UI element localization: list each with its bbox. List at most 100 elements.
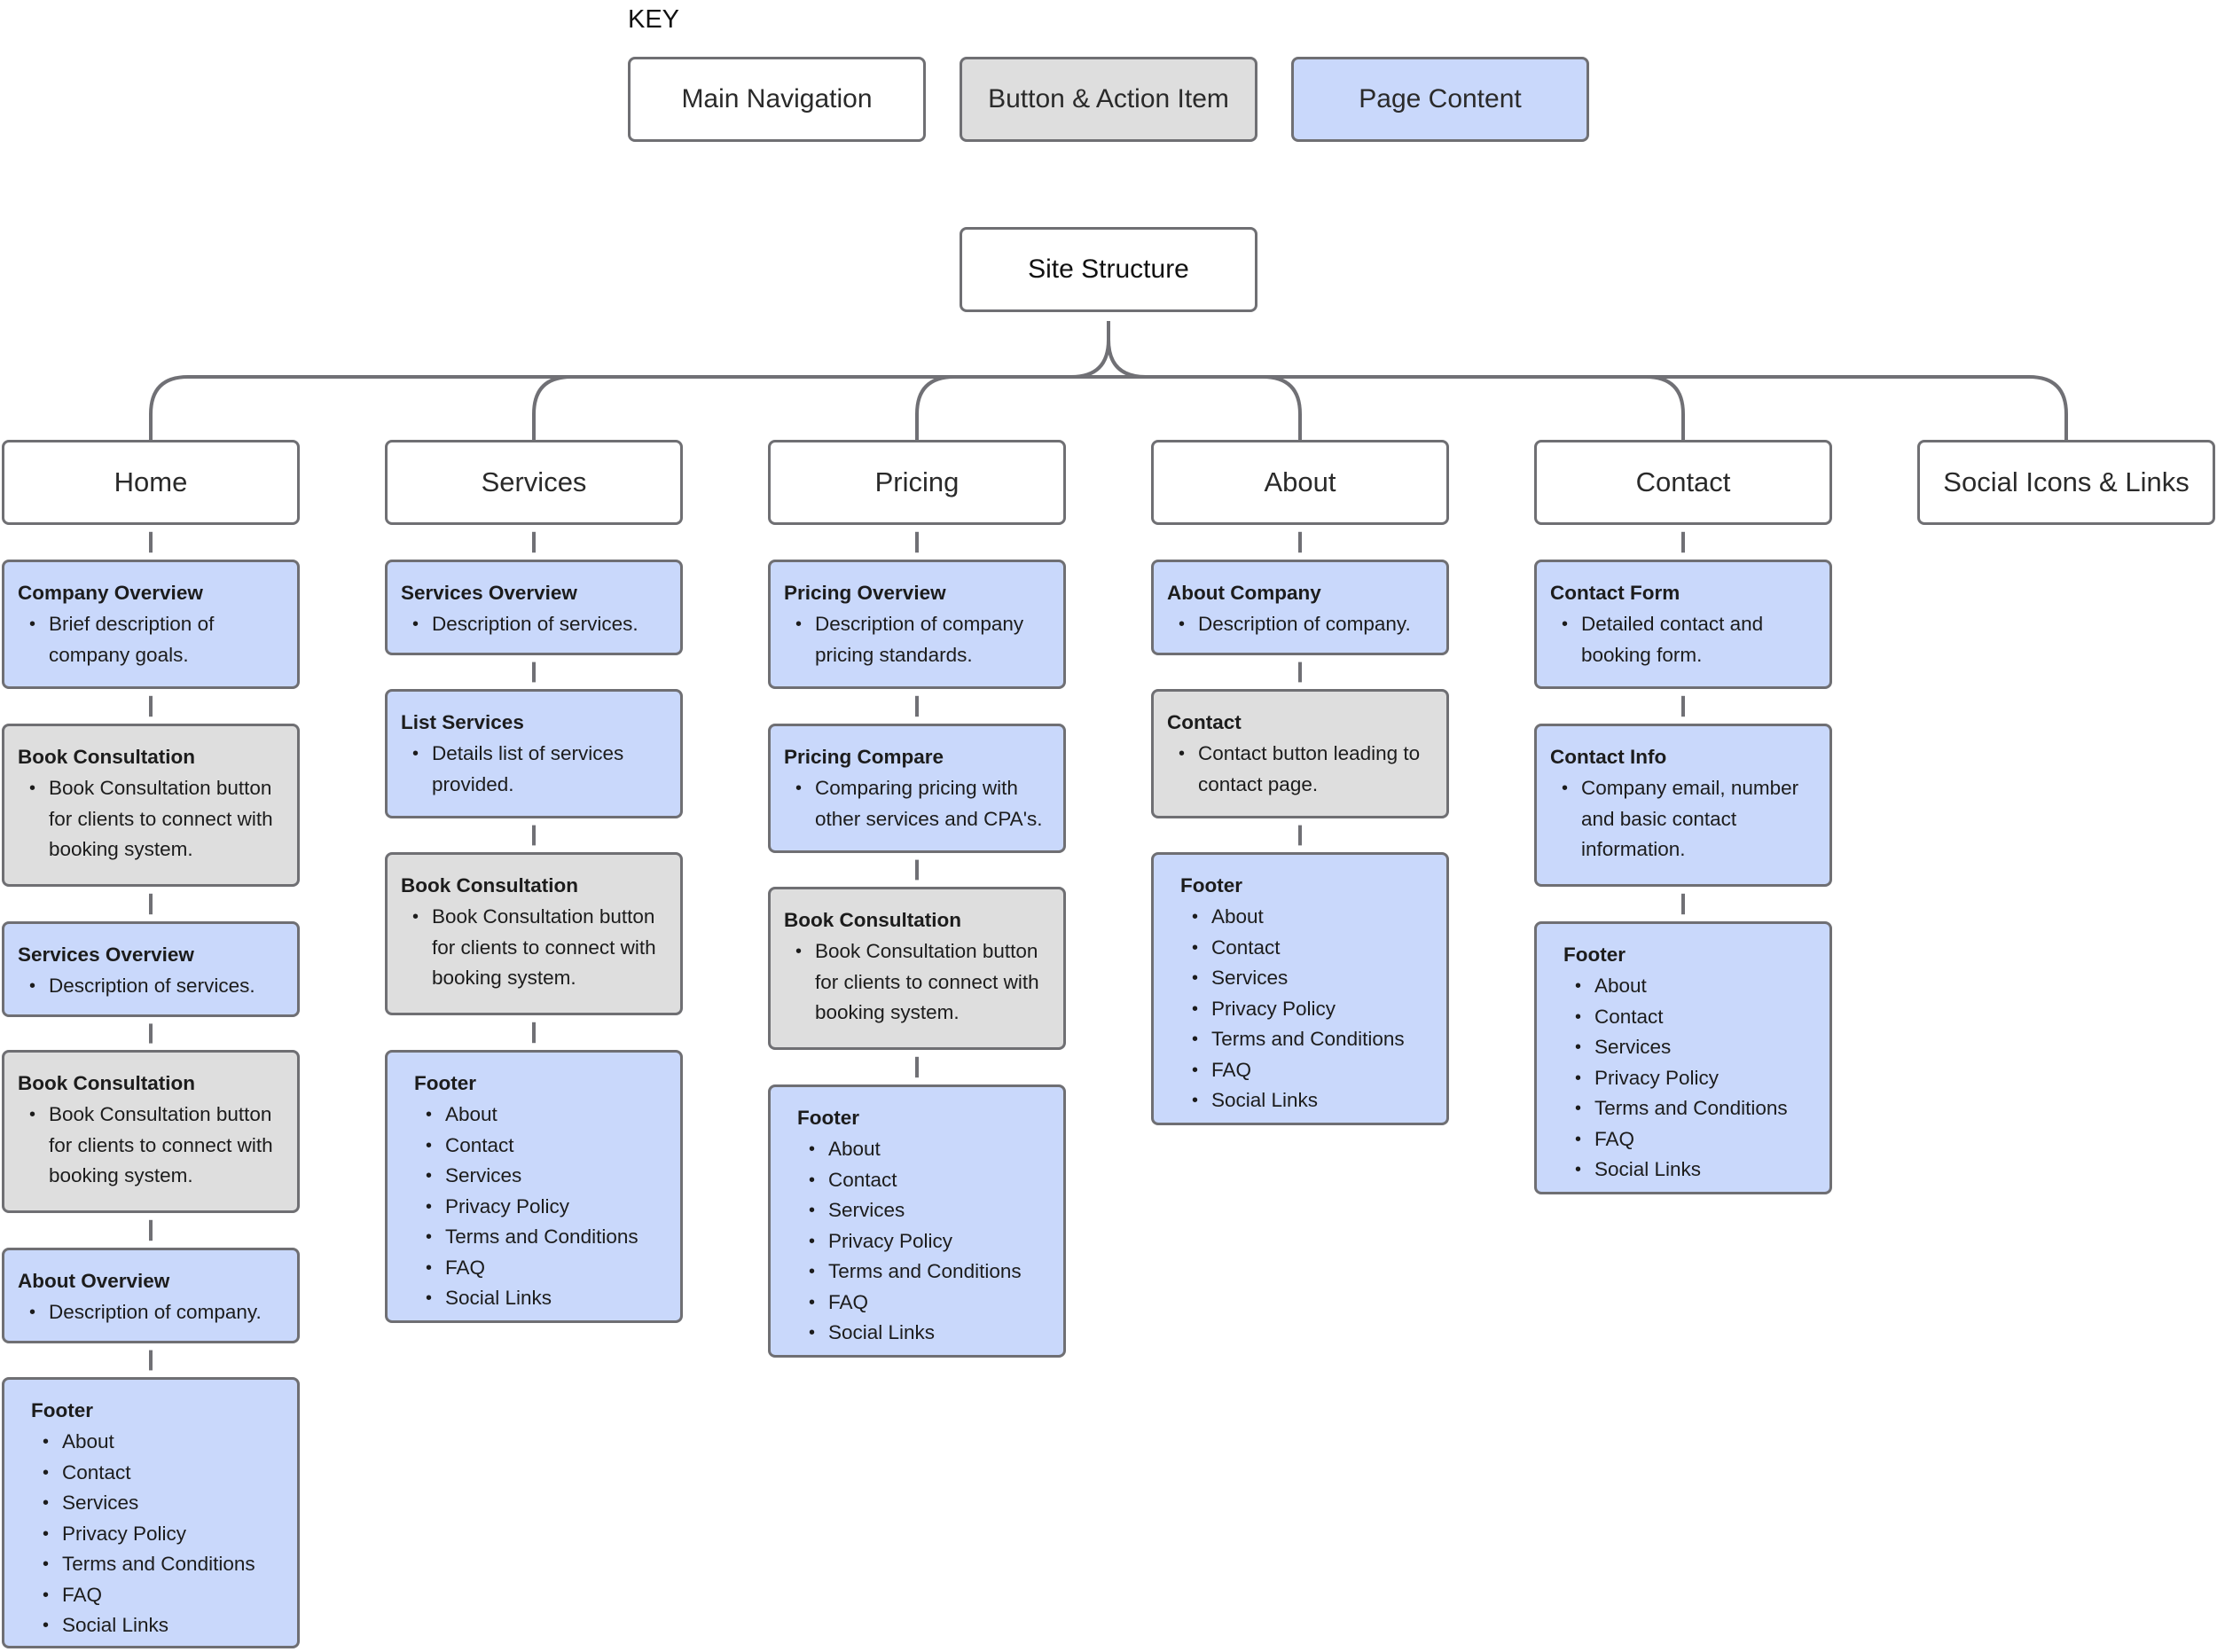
card-bullet: Description of services. — [401, 609, 671, 640]
card-bullet: Company email, number and basic contact … — [1550, 773, 1821, 865]
connector-drop-0 — [149, 375, 189, 440]
card-footer: Footer About Contact Services Privacy Po… — [1534, 921, 1832, 1194]
nav-services: Services — [385, 440, 683, 525]
footer-item: About — [414, 1100, 671, 1131]
footer-item: Social Links — [797, 1318, 1054, 1349]
card-title: Book Consultation — [18, 1072, 195, 1094]
connector-drop-2 — [915, 375, 955, 440]
key-page-content: Page Content — [1291, 57, 1589, 142]
card-pricing-overview: Pricing Overview Description of company … — [768, 560, 1066, 689]
footer-item: Terms and Conditions — [1180, 1024, 1438, 1055]
card-title: Contact Form — [1550, 582, 1680, 604]
card-title: Book Consultation — [784, 909, 961, 931]
card-bullet: Comparing pricing with other services an… — [784, 773, 1054, 834]
footer-item: Privacy Policy — [1180, 994, 1438, 1025]
footer-item: FAQ — [797, 1288, 1054, 1319]
footer-item: FAQ — [31, 1580, 288, 1611]
connector-drop-3 — [1262, 375, 1302, 440]
card-footer: Footer About Contact Services Privacy Po… — [768, 1084, 1066, 1358]
connector-drop-5 — [2028, 375, 2068, 440]
card-title: Pricing Compare — [784, 746, 944, 768]
footer-item: Privacy Policy — [1563, 1063, 1821, 1094]
card-title: About Overview — [18, 1270, 170, 1292]
card-footer: Footer About Contact Services Privacy Po… — [2, 1377, 300, 1648]
key-button-action-item: Button & Action Item — [960, 57, 1257, 142]
footer-item: Terms and Conditions — [31, 1549, 288, 1580]
footer-item: Privacy Policy — [414, 1192, 671, 1223]
footer-item: Services — [31, 1488, 288, 1519]
card-book-consultation: Book Consultation Book Consultation butt… — [768, 887, 1066, 1050]
card-contact-button: Contact Contact button leading to contac… — [1151, 689, 1449, 818]
card-services-overview: Services Overview Description of service… — [385, 560, 683, 655]
card-bullet: Description of services. — [18, 971, 288, 1002]
footer-item: Contact — [1563, 1002, 1821, 1033]
card-title: Book Consultation — [18, 746, 195, 768]
footer-item: Terms and Conditions — [797, 1257, 1054, 1288]
footer-item: Social Links — [31, 1610, 288, 1641]
card-title: Services Overview — [401, 582, 577, 604]
nav-about: About — [1151, 440, 1449, 525]
nav-social-icons-links: Social Icons & Links — [1917, 440, 2215, 525]
footer-item: Terms and Conditions — [1563, 1093, 1821, 1124]
card-bullet: Detailed contact and booking form. — [1550, 609, 1821, 670]
card-title: Company Overview — [18, 582, 203, 604]
card-bullet: Contact button leading to contact page. — [1167, 739, 1438, 800]
card-book-consultation: Book Consultation Book Consultation butt… — [2, 1050, 300, 1213]
nav-pricing: Pricing — [768, 440, 1066, 525]
card-contact-info: Contact Info Company email, number and b… — [1534, 724, 1832, 887]
footer-item: Contact — [414, 1131, 671, 1162]
footer-item: Contact — [31, 1458, 288, 1489]
card-footer: Footer About Contact Services Privacy Po… — [1151, 852, 1449, 1125]
card-bullet: Book Consultation button for clients to … — [18, 1100, 288, 1192]
card-book-consultation: Book Consultation Book Consultation butt… — [385, 852, 683, 1015]
footer-item: Social Links — [414, 1283, 671, 1314]
nav-contact: Contact — [1534, 440, 1832, 525]
key-main-navigation: Main Navigation — [628, 57, 926, 142]
card-about-overview: About Overview Description of company. — [2, 1248, 300, 1343]
card-title: List Services — [401, 711, 524, 733]
footer-item: FAQ — [1180, 1055, 1438, 1086]
footer-item: About — [1180, 902, 1438, 933]
footer-item: Services — [414, 1161, 671, 1192]
card-bullet: Description of company. — [1167, 609, 1438, 640]
card-title: Footer — [1563, 943, 1626, 966]
card-list-services: List Services Details list of services p… — [385, 689, 683, 818]
footer-item: Privacy Policy — [797, 1226, 1054, 1257]
footer-item: About — [31, 1427, 288, 1458]
footer-item: Services — [1180, 963, 1438, 994]
card-footer: Footer About Contact Services Privacy Po… — [385, 1050, 683, 1323]
card-title: Pricing Overview — [784, 582, 946, 604]
card-title: Services Overview — [18, 943, 194, 966]
footer-item: Services — [1563, 1032, 1821, 1063]
card-bullet: Brief description of company goals. — [18, 609, 288, 670]
footer-item: Social Links — [1563, 1155, 1821, 1186]
card-bullet: Description of company. — [18, 1297, 288, 1328]
card-contact-form: Contact Form Detailed contact and bookin… — [1534, 560, 1832, 689]
card-pricing-compare: Pricing Compare Comparing pricing with o… — [768, 724, 1066, 853]
key-title: KEY — [628, 5, 680, 34]
card-title: Contact — [1167, 711, 1242, 733]
footer-item: Terms and Conditions — [414, 1222, 671, 1253]
card-book-consultation: Book Consultation Book Consultation butt… — [2, 724, 300, 887]
card-bullet: Book Consultation button for clients to … — [18, 773, 288, 865]
card-services-overview: Services Overview Description of service… — [2, 921, 300, 1017]
footer-item: FAQ — [1563, 1124, 1821, 1155]
card-company-overview: Company Overview Brief description of co… — [2, 560, 300, 689]
card-about-company: About Company Description of company. — [1151, 560, 1449, 655]
card-bullet: Book Consultation button for clients to … — [401, 902, 671, 994]
connector-root-left — [1070, 321, 1110, 379]
card-bullet: Description of company pricing standards… — [784, 609, 1054, 670]
card-title: About Company — [1167, 582, 1321, 604]
card-title: Contact Info — [1550, 746, 1667, 768]
nav-home: Home — [2, 440, 300, 525]
card-bullet: Details list of services provided. — [401, 739, 671, 800]
footer-item: Social Links — [1180, 1085, 1438, 1116]
card-title: Footer — [797, 1107, 859, 1129]
footer-item: Contact — [797, 1165, 1054, 1196]
card-title: Footer — [31, 1399, 93, 1421]
footer-item: About — [797, 1134, 1054, 1165]
footer-item: Services — [797, 1195, 1054, 1226]
connector-drop-4 — [1645, 375, 1685, 440]
footer-item: About — [1563, 971, 1821, 1002]
